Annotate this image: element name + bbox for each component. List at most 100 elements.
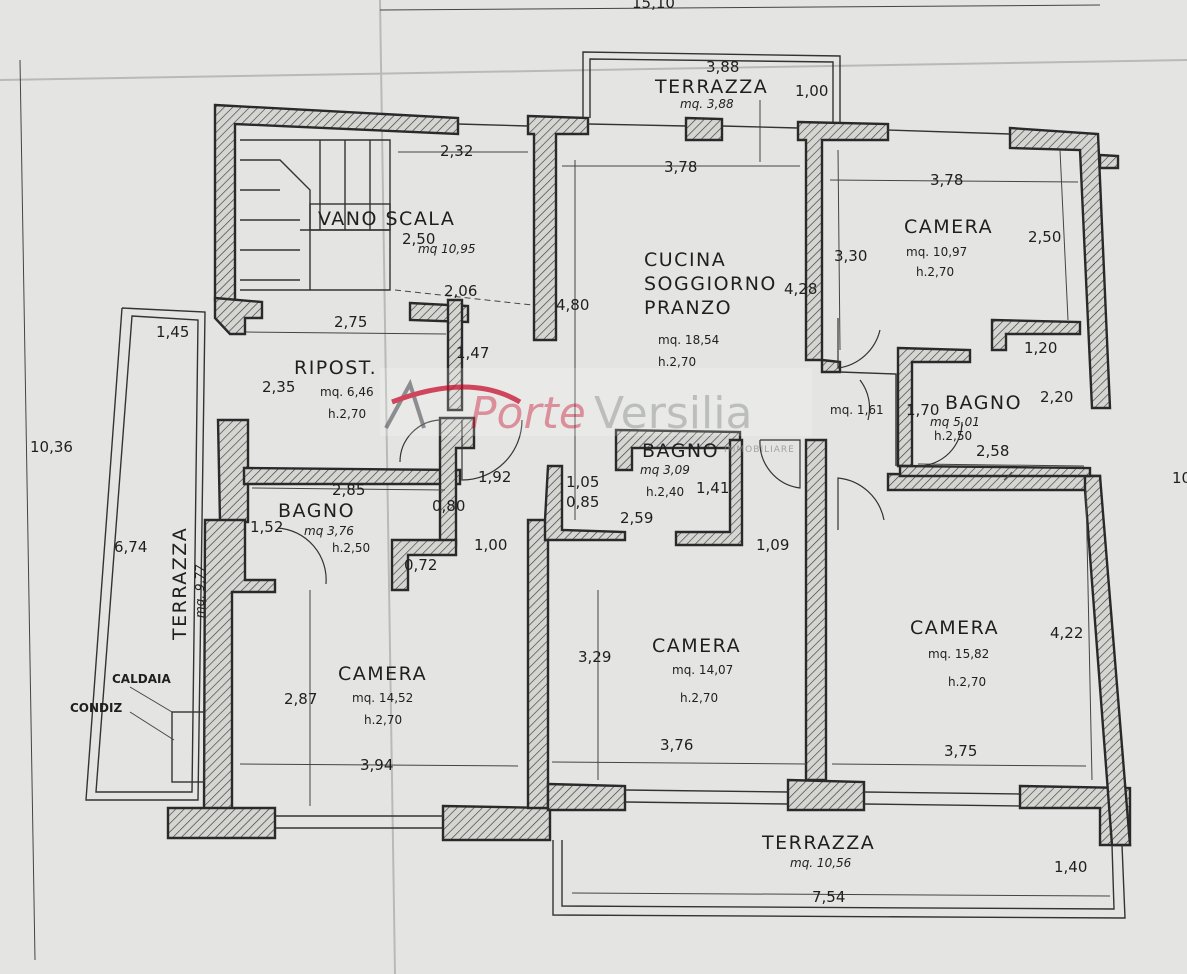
dim-depth: 6,74	[114, 538, 147, 556]
dim-left: 1,70	[906, 401, 939, 419]
room-name: CAMERA	[652, 635, 741, 657]
watermark-word2: Versilia	[594, 388, 752, 439]
dim-depth-right: 4,28	[784, 280, 817, 298]
watermark-word1: Porte	[470, 388, 586, 439]
room-height: h.2,50	[934, 429, 972, 443]
room-name: TERRAZZA	[761, 832, 875, 854]
room-name: VANO SCALA	[318, 208, 455, 230]
room-height: h.2,70	[328, 407, 366, 421]
dim-side: 0,80	[432, 497, 465, 515]
dim-side-b: 0,85	[566, 493, 599, 511]
room-area: mq. 18,54	[658, 333, 719, 347]
room-area: mq. 14,07	[672, 663, 733, 677]
dim-depth: 1,40	[1054, 858, 1087, 876]
room-area: mq. 15,82	[928, 647, 989, 661]
room-height: h.2,70	[916, 265, 954, 279]
room-camera-w: CAMERA mq. 14,52 h.2,70 3,94 2,87	[284, 663, 427, 774]
room-name: RIPOST.	[294, 357, 377, 379]
paper-fold	[379, 0, 396, 974]
room-bagno-e: BAGNO mq 5,01 h.2,50 1,20 2,20 1,70 2,58	[906, 339, 1073, 460]
room-camera-ne: CAMERA mq. 10,97 h.2,70 3,78 3,30 2,50	[834, 171, 1061, 279]
room-bagno-c: BAGNO mq 3,09 h.2,40 2,59 1,05 0,85 1,41…	[478, 440, 789, 554]
room-terrace-w: TERRAZZA mq. 9,77 1,45 6,74	[114, 323, 207, 641]
dim-lower: 2,58	[976, 442, 1009, 460]
dim-width: 3,88	[706, 58, 739, 76]
dim-depth: 3,29	[578, 648, 611, 666]
room-name: TERRAZZA	[169, 527, 191, 641]
room-terrace-s: TERRAZZA mq. 10,56 7,54 1,40	[761, 832, 1087, 906]
room-name-line3: PRANZO	[644, 297, 732, 319]
room-disimpegno: mq. 1,61	[830, 403, 884, 417]
caldaia-label: CALDAIA	[112, 672, 171, 686]
dim-width: 3,76	[660, 736, 693, 754]
dim-step: 0,72	[404, 556, 437, 574]
dim-side: 1,47	[456, 344, 489, 362]
room-terrace-top: TERRAZZA mq. 3,88 3,88 1,00	[654, 58, 828, 111]
room-height: h.2,70	[658, 355, 696, 369]
room-area: mq. 10,97	[906, 245, 967, 259]
dim-lower: 2,06	[444, 282, 477, 300]
dim-width: 1,20	[1024, 339, 1057, 357]
dim-width: 3,94	[360, 756, 393, 774]
dim-depth-left: 3,30	[834, 247, 867, 265]
room-area: mq. 1,61	[830, 403, 884, 417]
dim-width: 3,78	[930, 171, 963, 189]
room-name-line2: SOGGIORNO	[644, 273, 777, 295]
walls	[166, 103, 1132, 847]
dim-depth: 1,41	[696, 479, 729, 497]
dim-width: 2,75	[334, 313, 367, 331]
dim-depth: 2,50	[402, 230, 435, 248]
room-name: TERRAZZA	[654, 76, 768, 98]
room-height: h.2,50	[332, 541, 370, 555]
room-name: BAGNO	[278, 500, 355, 522]
dim-width: 3,75	[944, 742, 977, 760]
room-name-line1: CUCINA	[644, 249, 726, 271]
dim-width: 3,78	[664, 158, 697, 176]
room-kitchen: CUCINA SOGGIORNO PRANZO mq. 18,54 h.2,70…	[556, 158, 817, 369]
room-name: CAMERA	[904, 216, 993, 238]
room-camera-e: CAMERA mq. 15,82 h.2,70 3,75 4,22	[910, 617, 1083, 760]
overall-width-label: 15,10	[632, 0, 675, 12]
logo-swoosh	[391, 384, 522, 405]
room-name: CAMERA	[338, 663, 427, 685]
watermark-sub: IMMOBILIARE	[724, 445, 795, 455]
room-area: mq 5,01	[930, 415, 980, 429]
room-camera-c: CAMERA mq. 14,07 h.2,70 3,76 3,29	[578, 635, 741, 754]
room-area: mq. 14,52	[352, 691, 413, 705]
room-bagno-w: BAGNO mq 3,76 h.2,50 2,85 1,52 0,80 0,72…	[250, 481, 507, 574]
overall-right-label: 10	[1172, 469, 1187, 487]
dim-depth: 4,22	[1050, 624, 1083, 642]
watermark-logo: Porte Versilia IMMOBILIARE	[380, 368, 812, 455]
dimension-lines	[239, 149, 1111, 897]
room-area: mq. 3,88	[680, 97, 734, 111]
room-ripost: RIPOST. mq. 6,46 h.2,70 2,75 2,35 1,47	[262, 313, 489, 421]
terrace-top	[582, 51, 841, 162]
overall-depth-label: 10,36	[30, 438, 73, 456]
room-height: h.2,40	[646, 485, 684, 499]
dim-width: 2,59	[620, 509, 653, 527]
dim-depth-right: 2,50	[1028, 228, 1061, 246]
interior-lines	[85, 123, 1126, 919]
dim-depth: 2,35	[262, 378, 295, 396]
dim-corridor: 1,92	[478, 468, 511, 486]
dim-depth: 2,87	[284, 690, 317, 708]
room-height: h.2,70	[680, 691, 718, 705]
dim-depth: 1,00	[795, 82, 828, 100]
dim-width: 2,32	[440, 142, 473, 160]
dim-width: 1,45	[156, 323, 189, 341]
room-area: mq. 6,46	[320, 385, 374, 399]
room-stair: VANO SCALA mq 10,95 2,32 2,50 2,06	[318, 142, 477, 300]
room-name: BAGNO	[642, 440, 719, 462]
condiz-label: CONDIZ	[70, 701, 122, 715]
dim-depth: 2,20	[1040, 388, 1073, 406]
paper-fold	[0, 59, 1187, 81]
dim-width: 2,85	[332, 481, 365, 499]
dim-corridor-b: 1,09	[756, 536, 789, 554]
dim-depth: 1,52	[250, 518, 283, 536]
room-area: mq 3,09	[640, 463, 690, 477]
room-name: CAMERA	[910, 617, 999, 639]
dim-door: 1,00	[474, 536, 507, 554]
dim-depth-left: 4,80	[556, 296, 589, 314]
boiler-labels: CALDAIA CONDIZ	[70, 672, 171, 715]
